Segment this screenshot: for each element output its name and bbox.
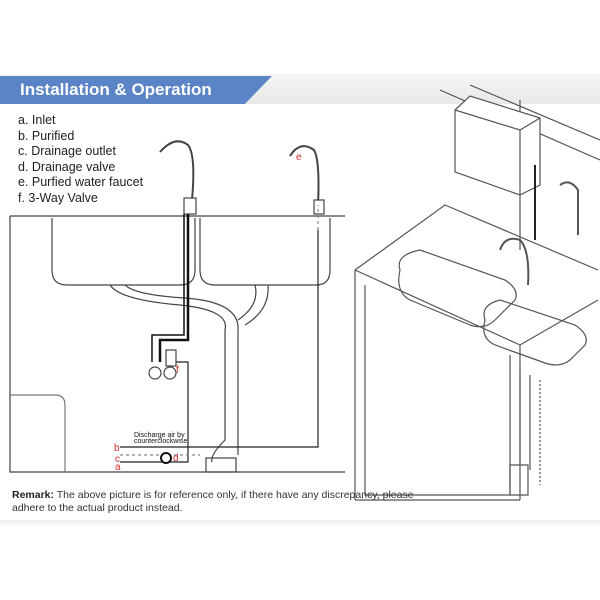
bottom-band <box>0 520 600 528</box>
note-line-2: counterclockwise <box>134 438 187 445</box>
legend-list: a. Inlet b. Purified c. Drainage outlet … <box>18 113 143 206</box>
label-b: b <box>114 443 120 454</box>
isometric-kitchen <box>354 84 600 501</box>
legend-item-3way-valve: f. 3-Way Valve <box>18 190 98 205</box>
remark-body: The above picture is for reference only,… <box>12 489 414 514</box>
page-title: Installation & Operation <box>20 80 212 99</box>
label-c: c <box>115 454 120 465</box>
legend-item-faucet: e. Purfied water faucet <box>18 175 144 189</box>
label-e: e <box>296 152 302 163</box>
label-d: d <box>173 453 179 464</box>
note-line-1: Discharge air by <box>134 432 185 439</box>
water-lines <box>120 205 319 464</box>
title-banner <box>0 76 272 104</box>
remark-text: Remark: The above picture is for referen… <box>12 489 432 515</box>
legend-item-purified: b. Purified <box>18 128 75 143</box>
label-f: f <box>176 365 179 376</box>
legend-item-drainage-outlet: c. Drainage outlet <box>18 144 116 158</box>
legend-item-inlet: a. Inlet <box>18 113 56 127</box>
diagram-labels: e f b d c a Discharge air by countercloc… <box>114 152 302 473</box>
faucet-main <box>159 140 197 215</box>
label-a: a <box>115 462 121 473</box>
remark-label: Remark: <box>12 489 55 501</box>
faucet-purified <box>289 145 325 215</box>
legend-item-drainage-valve: d. Drainage valve <box>18 159 116 174</box>
double-sink <box>51 218 331 473</box>
